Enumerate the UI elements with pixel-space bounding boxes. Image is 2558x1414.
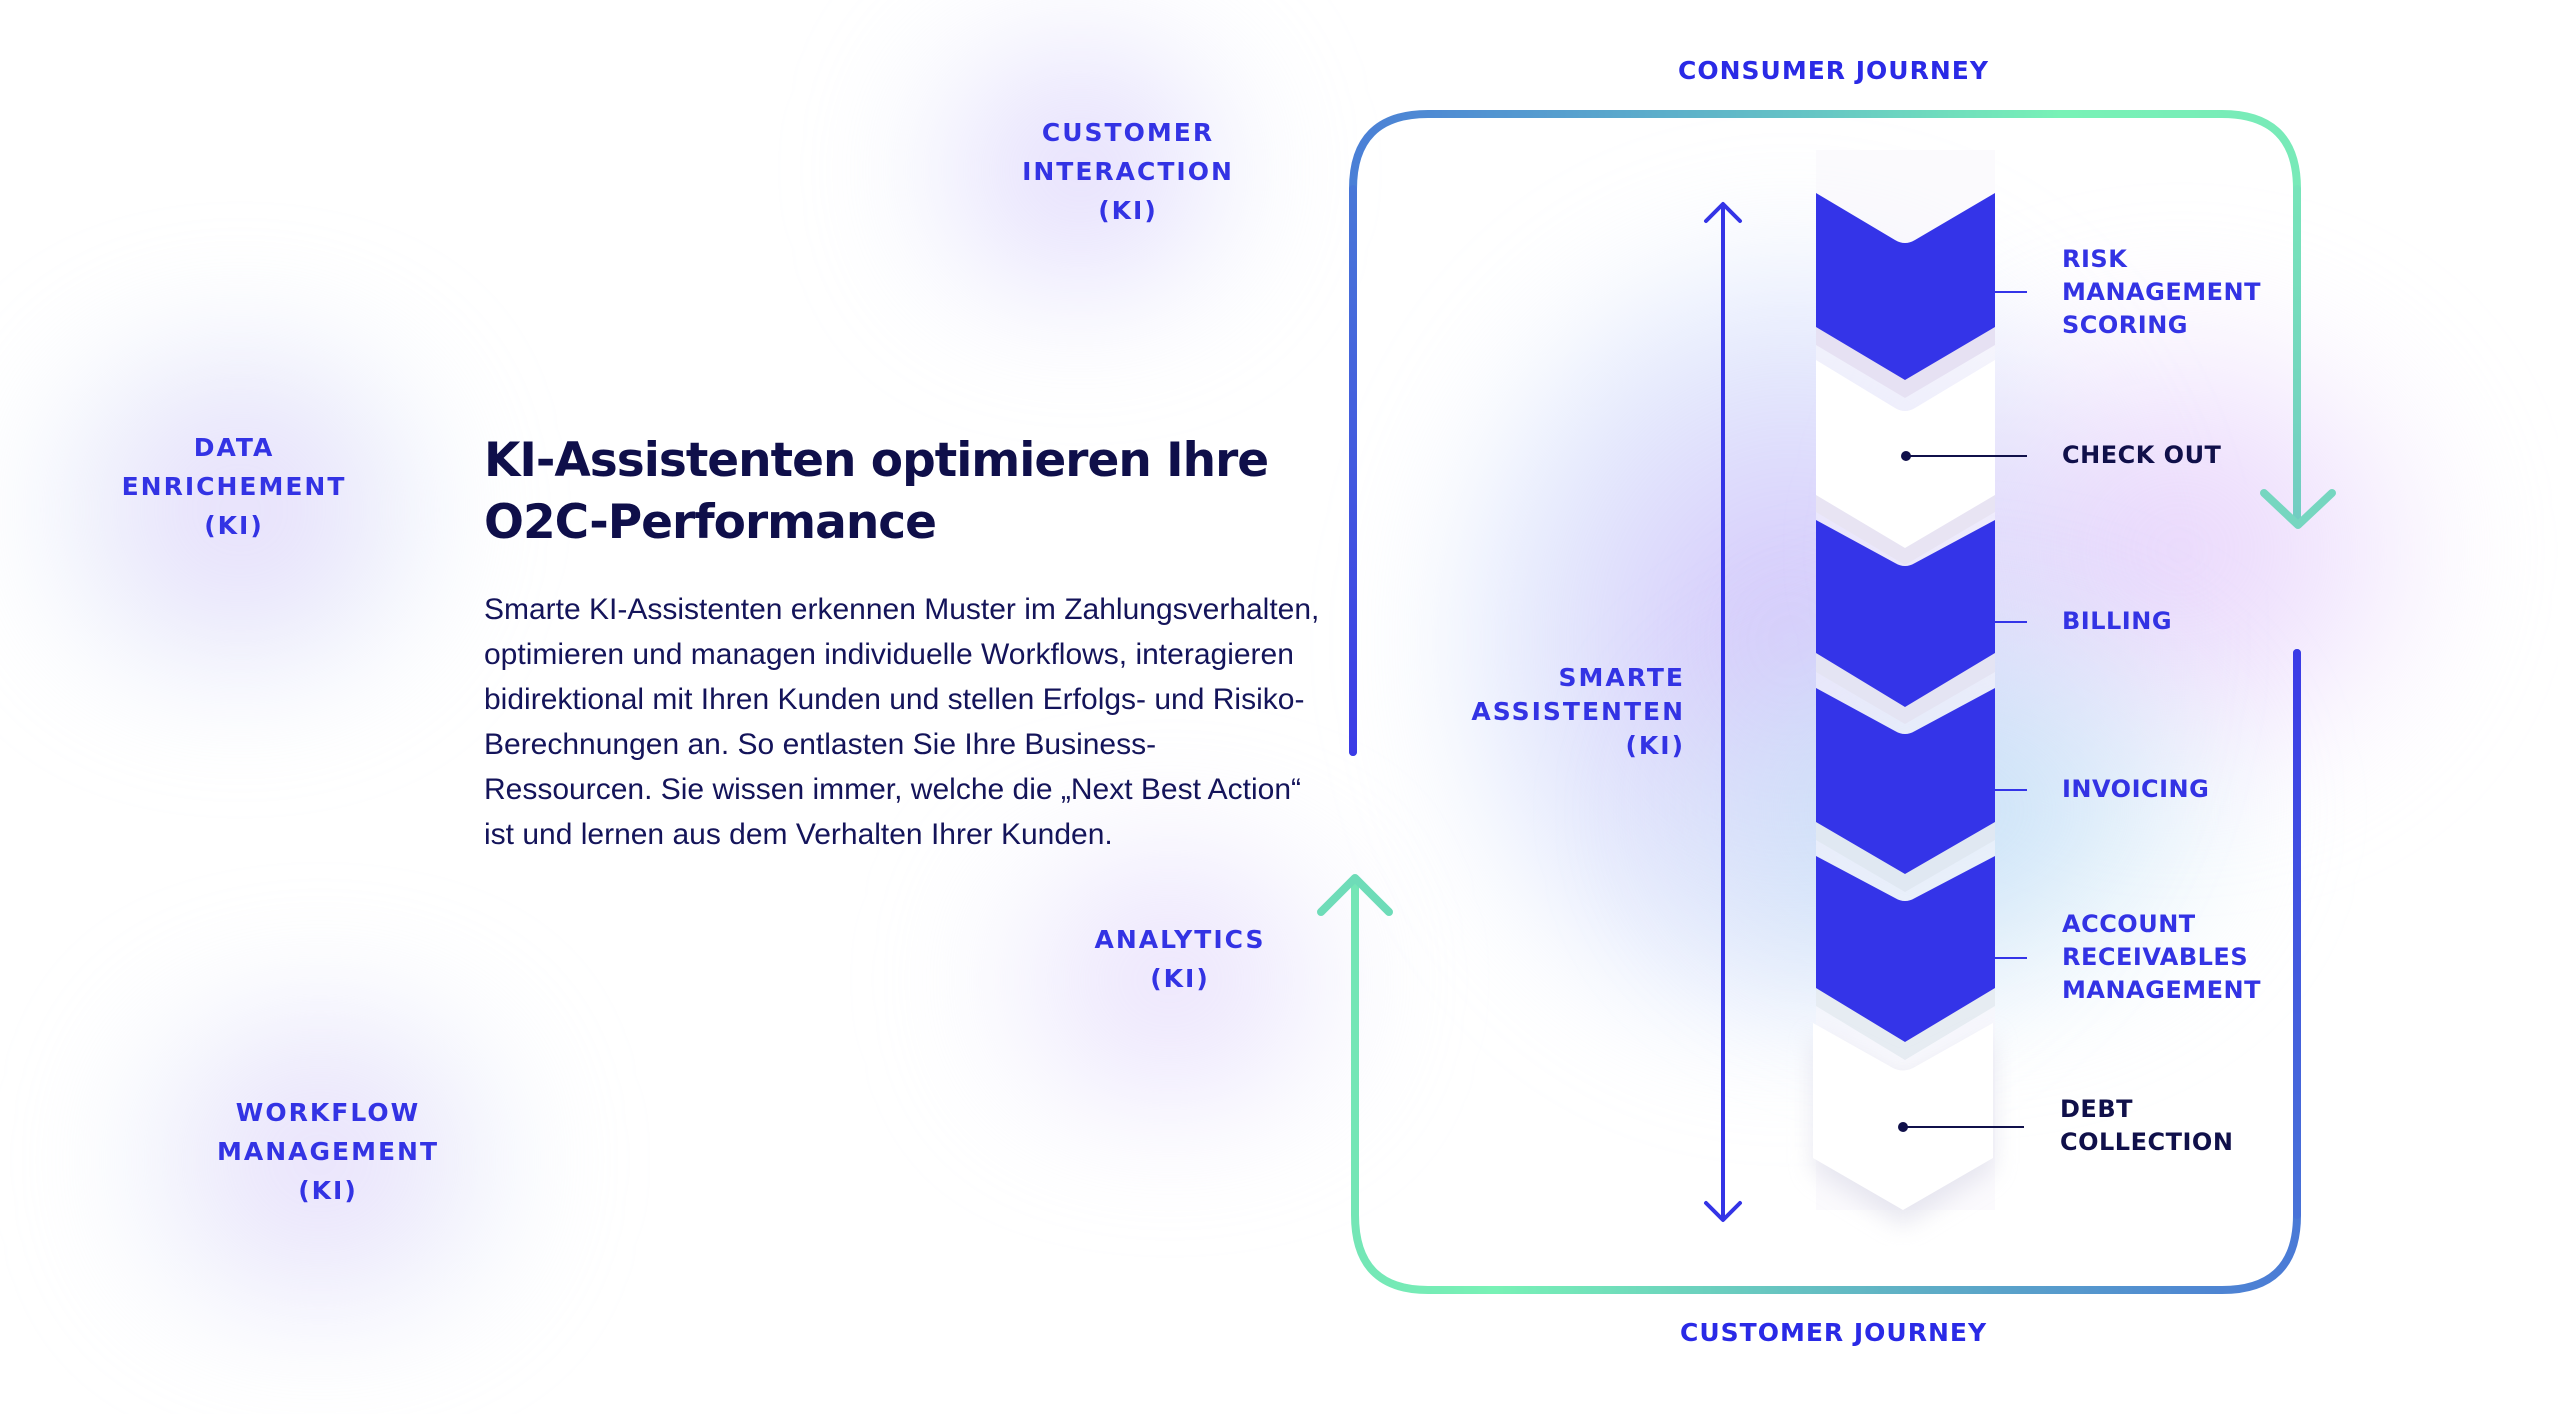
consumer-journey-label: CONSUMER JOURNEY	[1678, 56, 1989, 85]
chevron-billing	[1816, 520, 1995, 707]
double-arrow-vertical-icon	[1704, 202, 1742, 1222]
arrow-up-icon	[1317, 874, 1393, 916]
label-customer-interaction: CUSTOMER INTERACTION (KI)	[1022, 118, 1234, 225]
chevron-account-receivables	[1816, 856, 1995, 1042]
page-title-line-1: KI-Assistenten optimieren Ihre	[484, 433, 1269, 488]
stage-account-receivables-management: ACCOUNT RECEIVABLES MANAGEMENT	[2062, 910, 2261, 1004]
stage-connectors	[1898, 291, 2027, 1132]
dot-check-out	[1901, 451, 1911, 461]
stage-check-out: CHECK OUT	[2062, 441, 2222, 469]
stage-billing: BILLING	[2062, 607, 2173, 635]
stage-risk-management-scoring: RISK MANAGEMENT SCORING	[2062, 245, 2261, 339]
label-analytics: ANALYTICS (KI)	[1094, 925, 1266, 993]
page-title: KI-Assistenten optimieren Ihre O2C-Perfo…	[484, 430, 1344, 554]
arrow-down-icon	[2260, 489, 2336, 529]
chevron-invoicing	[1816, 688, 1995, 874]
chevron-stack	[1813, 193, 1995, 1226]
label-smarte-assistenten: SMARTE ASSISTENTEN (KI)	[1471, 663, 1685, 760]
label-workflow-management: WORKFLOW MANAGEMENT (KI)	[216, 1098, 440, 1205]
chevron-debt-collection	[1813, 1023, 1993, 1210]
customer-journey-label: CUSTOMER JOURNEY	[1680, 1318, 1988, 1347]
loop-bottom-segment	[1351, 649, 2301, 1294]
dot-debt-collection	[1898, 1122, 1908, 1132]
loop-top-left-segment	[1349, 110, 2301, 756]
stage-invoicing: INVOICING	[2062, 775, 2210, 803]
stage-debt-collection: DEBT COLLECTION	[2060, 1095, 2234, 1156]
label-data-enrichement: DATA ENRICHEMENT (KI)	[121, 433, 347, 540]
chevron-risk-management	[1816, 193, 1995, 380]
body-paragraph: Smarte KI-Assistenten erkennen Muster im…	[484, 593, 1320, 851]
page-title-line-2: O2C-Performance	[484, 495, 937, 550]
